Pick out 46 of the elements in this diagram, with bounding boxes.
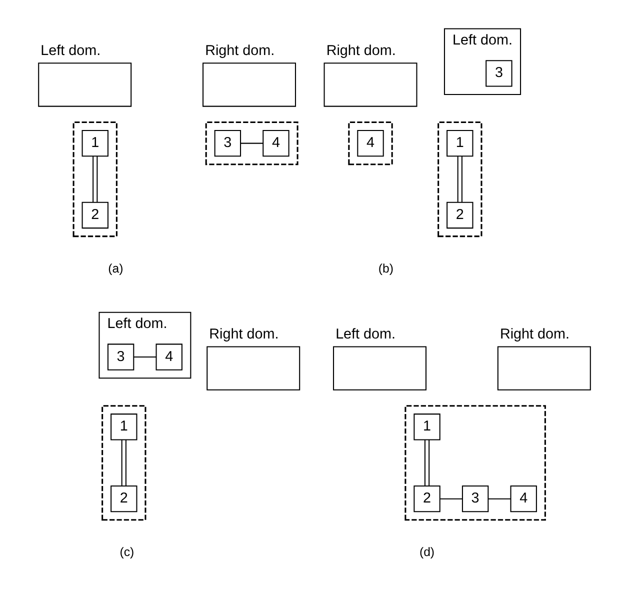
node-box: 3 xyxy=(107,344,134,370)
node-box: 3 xyxy=(214,130,242,157)
connector xyxy=(440,498,462,500)
node-box: 3 xyxy=(462,485,489,512)
node-box xyxy=(497,346,591,390)
node-box xyxy=(333,346,426,390)
node-box xyxy=(324,62,418,107)
node-label: Left dom. xyxy=(40,43,101,60)
node-box: 2 xyxy=(110,485,138,512)
node-box xyxy=(38,62,132,107)
node-box: 4 xyxy=(357,130,384,157)
cluster xyxy=(404,405,546,521)
cluster xyxy=(205,121,298,166)
label: (a) xyxy=(108,261,124,276)
node-label: Right dom. xyxy=(500,326,570,343)
node-box: 1 xyxy=(110,414,138,440)
node-box: 2 xyxy=(414,485,440,512)
node-box: 1 xyxy=(82,130,108,157)
node-box xyxy=(206,346,300,390)
node-box: 4 xyxy=(156,344,182,370)
connector xyxy=(457,156,462,202)
label: (b) xyxy=(378,261,394,276)
node-box: 1 xyxy=(414,414,440,440)
label: (d) xyxy=(419,544,435,559)
node-label: Right dom. xyxy=(205,43,275,60)
node-box: 4 xyxy=(262,130,290,157)
node-label: Right dom. xyxy=(209,326,279,343)
connector xyxy=(92,156,98,202)
connector xyxy=(134,356,156,358)
node-box: 1 xyxy=(446,130,474,157)
cluster xyxy=(72,121,118,238)
node-label: Right dom. xyxy=(326,43,396,60)
cluster xyxy=(438,121,482,238)
node-box: 2 xyxy=(82,202,108,229)
connector xyxy=(240,142,264,144)
cluster xyxy=(102,405,146,521)
connector xyxy=(488,498,511,500)
connector xyxy=(121,440,126,486)
node-box: 3 xyxy=(486,60,512,87)
cluster xyxy=(348,121,393,166)
node-label: Left dom. xyxy=(336,326,396,343)
node-box: 2 xyxy=(446,202,474,229)
node-box: 4 xyxy=(510,485,537,512)
connector xyxy=(424,440,430,486)
node-box xyxy=(202,62,296,107)
label: (c) xyxy=(120,544,134,559)
